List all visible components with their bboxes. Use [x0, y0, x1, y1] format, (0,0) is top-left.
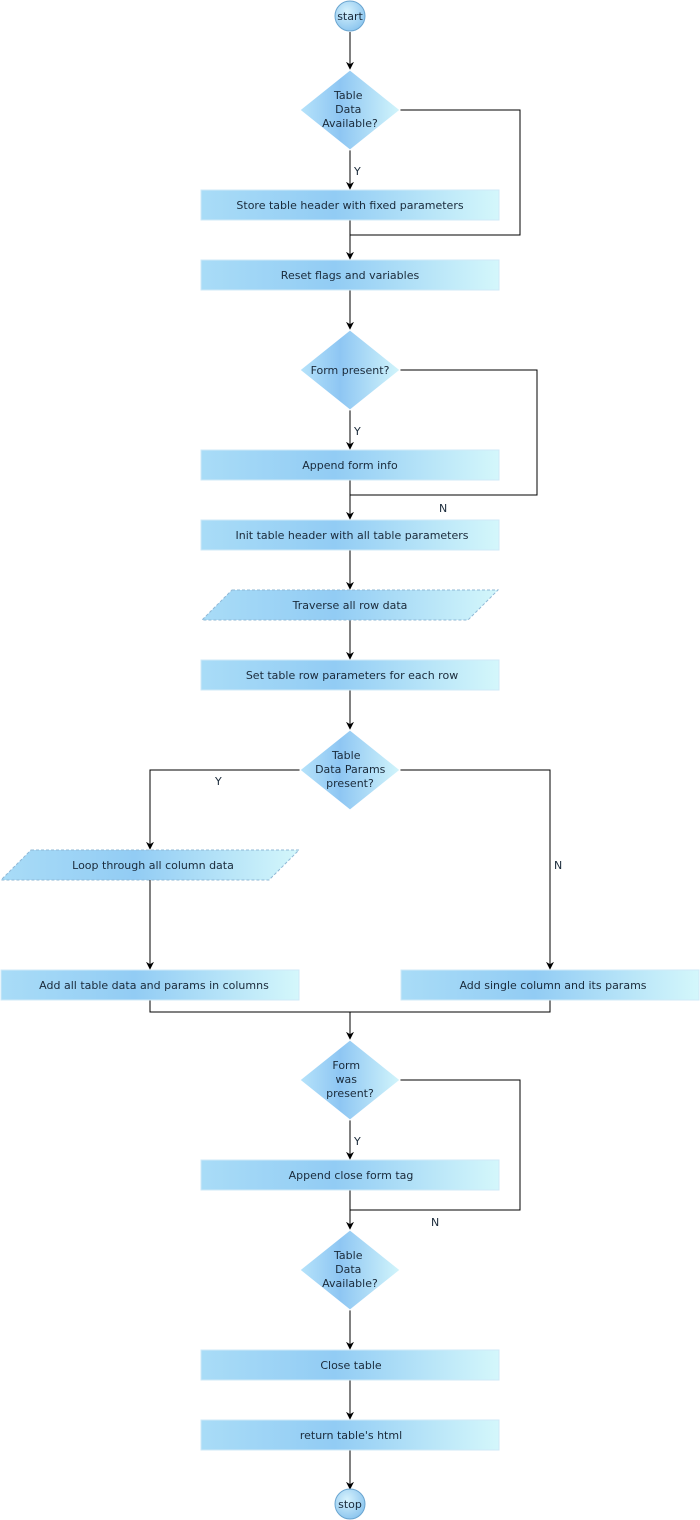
edge-form-was-no-bypass — [350, 1079, 521, 1211]
process-label: Add all table data and params in columns — [39, 979, 269, 992]
decision-label-line: present? — [326, 1087, 374, 1100]
io-loop-column-data[interactable]: Loop through all column data — [0, 849, 301, 881]
process-add-single-column[interactable]: Add single column and its params — [400, 969, 700, 1001]
edge-form-no-bypass — [350, 369, 538, 496]
edge-label-yes: Y — [353, 165, 361, 178]
io-label: Traverse all row data — [292, 599, 408, 612]
start-terminal[interactable]: start — [334, 0, 366, 32]
decision-label-line: Form — [332, 1059, 360, 1072]
edge-params-yes-to-loop — [146, 769, 302, 850]
decision-label-line: Data Params — [315, 763, 386, 776]
decision-label: Table Data Available? — [322, 1249, 378, 1290]
process-reset-flags[interactable]: Reset flags and variables — [200, 259, 500, 291]
process-init-table-header[interactable]: Init table header with all table paramet… — [200, 519, 500, 551]
edge-labels: Y Y N Y N Y N — [214, 165, 562, 1229]
stop-terminal[interactable]: stop — [334, 1488, 366, 1520]
process-label: Init table header with all table paramet… — [235, 529, 468, 542]
decision-label-line: Data — [335, 1263, 361, 1276]
edge-label-yes: Y — [353, 1135, 361, 1148]
edge-label-no: N — [439, 502, 447, 515]
process-label: Reset flags and variables — [281, 269, 420, 282]
process-label: Add single column and its params — [459, 979, 646, 992]
edge-add-all-merge — [149, 1000, 551, 1013]
decision-form-was-present[interactable]: Form was present? — [299, 1039, 401, 1121]
io-label: Loop through all column data — [72, 859, 234, 872]
decision-label: Table Data Available? — [322, 89, 378, 130]
decision-label-line: Data — [335, 103, 361, 116]
process-label: Append form info — [302, 459, 398, 472]
edge-label-no: N — [554, 859, 562, 872]
process-append-form-info[interactable]: Append form info — [200, 449, 500, 481]
edge-decision-no-bypass — [350, 109, 521, 236]
decision-table-data-available-2[interactable]: Table Data Available? — [299, 1229, 401, 1311]
decision-label-line: present? — [326, 777, 374, 790]
process-label: Append close form tag — [289, 1169, 414, 1182]
decision-label: Form present? — [311, 364, 390, 377]
process-close-table[interactable]: Close table — [200, 1349, 500, 1381]
process-append-close-form[interactable]: Append close form tag — [200, 1159, 500, 1191]
decision-label-line: Table — [331, 749, 361, 762]
decision-label-line: Table — [333, 89, 363, 102]
process-label: Close table — [320, 1359, 382, 1372]
process-add-all-columns[interactable]: Add all table data and params in columns — [0, 969, 300, 1001]
decision-data-params-present[interactable]: Table Data Params present? — [299, 729, 401, 811]
decision-label-line: was — [336, 1073, 358, 1086]
process-set-row-params[interactable]: Set table row parameters for each row — [200, 659, 500, 691]
decision-label-line: Available? — [322, 117, 378, 130]
process-label: Store table header with fixed parameters — [236, 199, 463, 212]
decision-table-data-available[interactable]: Table Data Available? — [299, 69, 401, 151]
process-label: return table's html — [300, 1429, 402, 1442]
decision-label-line: Available? — [322, 1277, 378, 1290]
stop-label: stop — [338, 1498, 362, 1511]
edge-label-no: N — [431, 1216, 439, 1229]
process-return-html[interactable]: return table's html — [200, 1419, 500, 1451]
decision-label: Form was present? — [326, 1059, 374, 1100]
edge-label-yes: Y — [353, 425, 361, 438]
process-store-table-header[interactable]: Store table header with fixed parameters — [200, 189, 500, 221]
decision-label-line: Table — [333, 1249, 363, 1262]
decision-label: Table Data Params present? — [315, 749, 389, 790]
process-label: Set table row parameters for each row — [246, 669, 458, 682]
decision-form-present[interactable]: Form present? — [299, 329, 401, 411]
start-label: start — [337, 10, 363, 23]
edge-label-yes: Y — [214, 775, 222, 788]
io-traverse-row-data[interactable]: Traverse all row data — [200, 589, 500, 621]
edge-params-no-to-single — [398, 769, 554, 970]
edges — [146, 32, 554, 1490]
